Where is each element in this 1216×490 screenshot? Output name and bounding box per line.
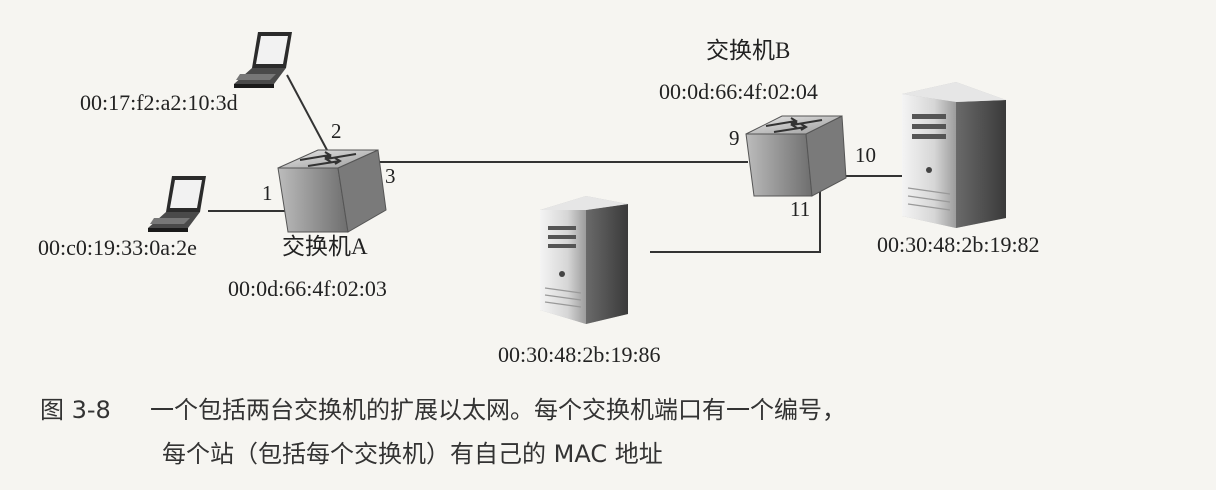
switch-a-icon [277,149,387,233]
switch-b-port-9-label: 9 [729,126,740,150]
caption-text-1: 一个包括两台交换机的扩展以太网。每个交换机端口有一个编号， [150,396,846,424]
switch-b-port-10-label: 10 [855,143,876,167]
switch-a-name-label: 交换机A [282,234,368,259]
switch-b-icon [745,115,847,197]
switch-a-port-2-label: 2 [331,119,342,143]
server-right-icon [902,82,1006,228]
caption-line-1: 图 3-8 一个包括两台交换机的扩展以太网。每个交换机端口有一个编号， [40,388,1200,432]
links [208,74,905,253]
server-bottom-icon [540,196,628,324]
link-laptop-top-switch-a [286,74,328,151]
figure-caption: 图 3-8 一个包括两台交换机的扩展以太网。每个交换机端口有一个编号， 每个站（包… [40,388,1200,476]
switch-b-name-label: 交换机B [706,38,790,63]
laptop-left-mac-label: 00:c0:19:33:0a:2e [38,235,197,260]
link-switch-b-server-bottom [650,190,821,253]
switch-a-port-1-label: 1 [262,181,273,205]
switch-b-mac-label: 00:0d:66:4f:02:04 [659,79,818,104]
figure-number: 图 3-8 [40,396,111,424]
switch-b-port-11-label: 11 [790,197,810,221]
switch-a-port-3-label: 3 [385,164,396,188]
laptop-top-icon [234,32,292,88]
server-right-mac-label: 00:30:48:2b:19:82 [877,232,1040,257]
caption-text-2: 每个站（包括每个交换机）有自己的 MAC 地址 [162,440,663,468]
server-bottom-mac-label: 00:30:48:2b:19:86 [498,342,661,367]
laptop-left-icon [148,176,206,232]
laptop-top-mac-label: 00:17:f2:a2:10:3d [80,90,238,115]
switch-a-mac-label: 00:0d:66:4f:02:03 [228,276,387,301]
